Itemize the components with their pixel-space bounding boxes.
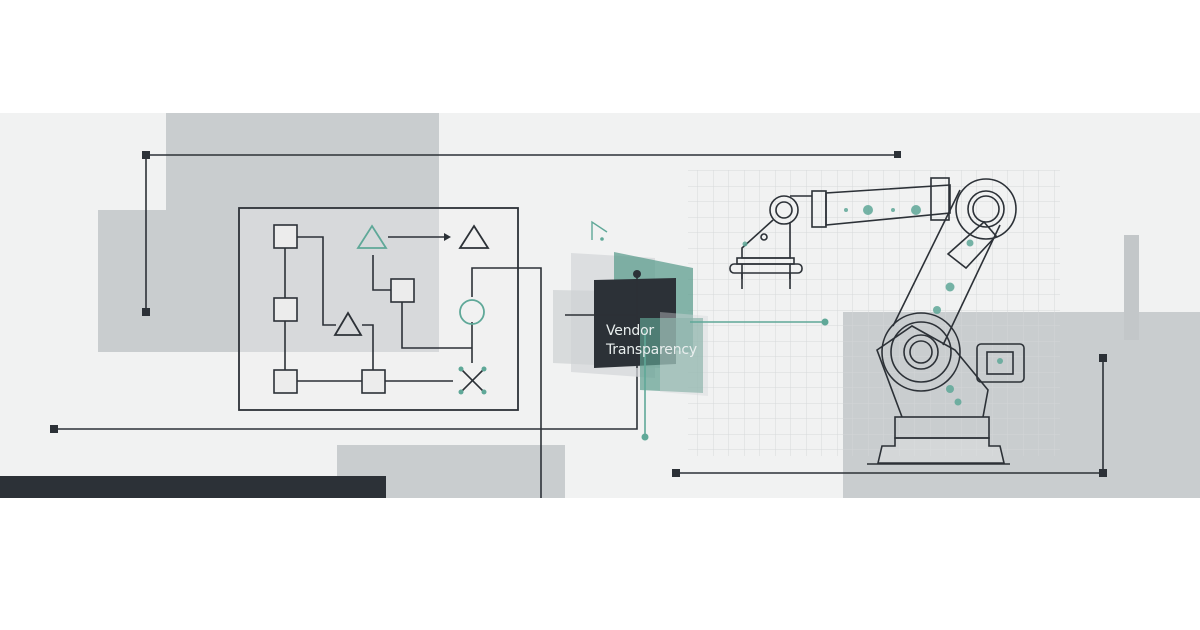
blueprint-grid — [688, 170, 1060, 456]
teal-dots — [742, 205, 1003, 406]
flow-node-square — [273, 297, 298, 322]
teal-triangle-icon — [356, 224, 388, 249]
flow-node-square — [273, 369, 298, 394]
arrow-head-icon — [444, 233, 451, 241]
triangle-icon — [458, 224, 490, 249]
flow-node-square — [273, 224, 298, 249]
cross-node-icon — [458, 366, 487, 395]
endpoint-squares — [50, 151, 1107, 477]
gray-bar-vertical-right — [1124, 235, 1139, 340]
label-line-2: Transparency — [606, 342, 697, 358]
flow-node-square — [390, 278, 415, 303]
triangle-icon — [333, 311, 363, 336]
dark-bar-bottom-left — [0, 476, 386, 498]
teal-circle-icon — [459, 299, 485, 325]
label-line-1: Vendor — [606, 323, 654, 339]
flowchart-diagram — [238, 207, 542, 411]
layered-panels — [553, 220, 829, 441]
vendor-transparency-label: Vendor Transparency — [606, 322, 697, 360]
robotic-arm-icon — [729, 177, 1025, 465]
flow-node-square — [361, 369, 386, 394]
connector-lines — [54, 154, 1104, 498]
gray-block-left — [98, 210, 439, 352]
